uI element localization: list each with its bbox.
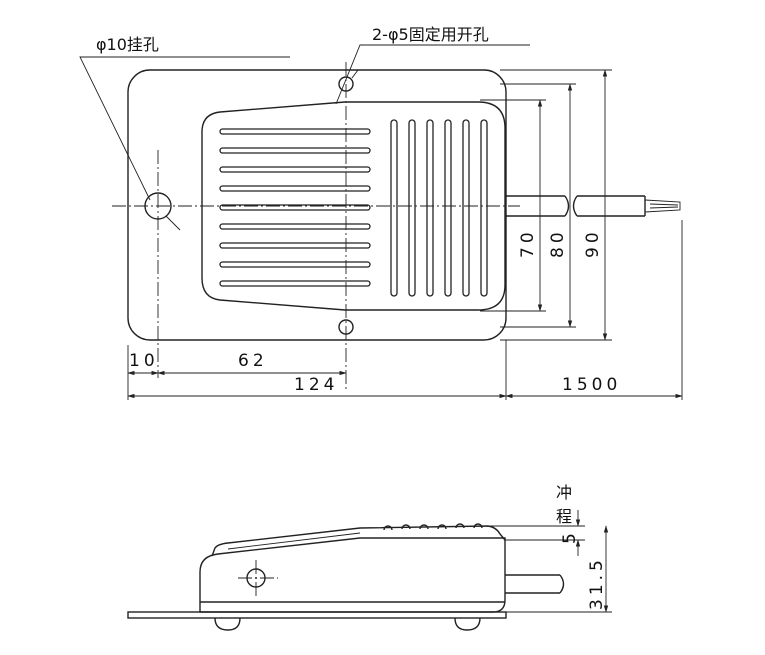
fix-hole-bottom	[338, 319, 354, 335]
dim-124: 124	[294, 375, 338, 395]
hang-hole-label: φ10挂孔	[96, 35, 159, 54]
hang-hole	[144, 192, 172, 220]
dim-70: 70	[518, 228, 538, 258]
side-housing	[199, 537, 506, 613]
fix-hole-top	[338, 76, 354, 92]
pedal-ribs	[383, 523, 483, 531]
top-view: φ10挂孔 2-φ5固定用开孔 10 62 124 1500 70 80 90	[79, 25, 683, 400]
side-view: 冲 程 5 31.5	[127, 483, 612, 631]
dim-1500: 1500	[562, 375, 621, 395]
dim-62: 62	[238, 351, 268, 371]
dim-10: 10	[129, 351, 159, 371]
side-base-plate	[127, 611, 507, 619]
dim-5: 5	[560, 529, 580, 544]
base-plate	[127, 69, 507, 341]
horizontal-ribs	[219, 128, 371, 287]
stroke-label-2: 程	[556, 507, 572, 526]
vertical-ribs	[390, 119, 488, 297]
dim-90: 90	[583, 228, 603, 258]
dim-31-5: 31.5	[587, 556, 607, 610]
side-pedal	[211, 525, 506, 557]
fix-holes-label: 2-φ5固定用开孔	[372, 25, 489, 44]
pedal-outline	[201, 101, 506, 311]
stroke-label-1: 冲	[556, 483, 572, 502]
dim-80: 80	[548, 228, 568, 258]
cable	[505, 195, 681, 217]
